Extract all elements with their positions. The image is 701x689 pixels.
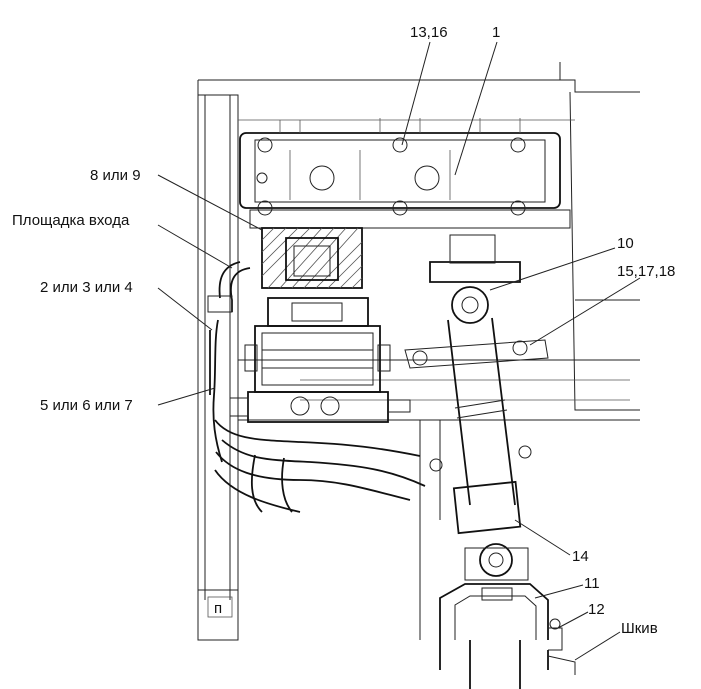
frame-mark: п <box>207 596 233 618</box>
distributor <box>229 297 411 423</box>
callout-11: 11 <box>584 575 600 592</box>
callout-entry-platform: Площадка входа <box>12 212 130 229</box>
callout-pulley: Шкив <box>621 620 658 637</box>
hatched-mount <box>261 227 363 289</box>
pulley-housing <box>439 583 576 689</box>
callout-5-6-7: 5 или 6 или 7 <box>40 397 133 414</box>
callout-10: 10 <box>617 235 634 252</box>
frame-mark-label: п <box>214 600 222 617</box>
callout-8-9: 8 или 9 <box>90 167 141 184</box>
callout-15-17-18: 15,17,18 <box>617 263 675 280</box>
callout-2-3-4: 2 или 3 или 4 <box>40 279 133 296</box>
frame-outline <box>197 62 640 641</box>
callout-1: 1 <box>492 24 500 41</box>
callout-14: 14 <box>572 548 589 565</box>
hoses <box>207 261 426 513</box>
top-valve-block <box>239 118 571 229</box>
cardan-shaft <box>404 234 549 581</box>
callout-labels: 13,16 1 8 или 9 Площадка входа 2 или 3 и… <box>12 24 675 637</box>
callout-13-16: 13,16 <box>410 24 448 41</box>
leader-lines <box>157 41 641 661</box>
callout-12: 12 <box>588 601 605 618</box>
